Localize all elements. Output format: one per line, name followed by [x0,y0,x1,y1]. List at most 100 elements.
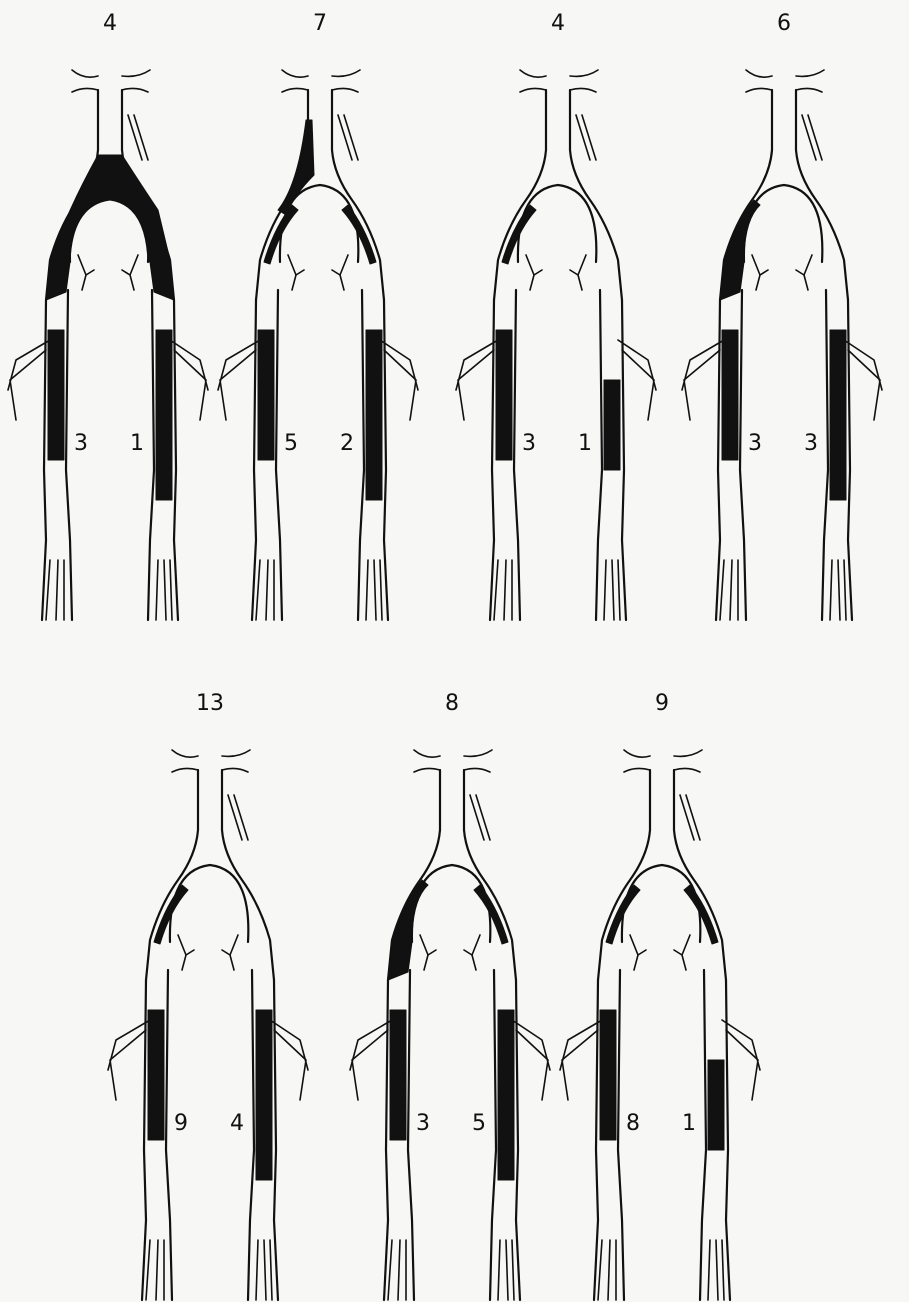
artery-branch-6 [78,255,94,275]
artery-outline-6 [822,290,828,620]
artery-outline-5 [516,980,520,1300]
artery-branch-9 [130,275,134,290]
artery-outline-0 [494,90,546,300]
artery-branch-15 [398,1240,400,1300]
right-leg-label: 8 [626,1111,640,1136]
artery-outline-4 [276,290,282,620]
artery-branch-13 [274,1030,306,1100]
right-leg-label: 9 [174,1111,188,1136]
artery-outline-4 [166,970,172,1300]
left-femoral-occlusion [830,330,846,500]
artery-branch-13 [848,350,880,420]
right-leg-label: 3 [416,1111,430,1136]
artery-branch-5 [134,115,148,160]
artery-branch-2 [414,750,440,757]
artery-outline-3 [42,300,46,620]
artery-branch-3 [222,750,250,756]
artery-branch-8 [222,935,238,955]
artery-branch-14 [256,560,260,620]
artery-branch-4 [576,115,590,160]
artery-branch-15 [504,560,506,620]
artery-branch-9 [340,275,344,290]
right-femoral-occlusion [390,1010,406,1140]
artery-branch-8 [464,935,480,955]
artery-outline-5 [384,300,388,620]
artery-branch-15 [266,560,268,620]
artery-branch-7 [756,275,760,290]
artery-branch-9 [230,955,234,970]
artery-branch-5 [476,795,490,840]
artery-outline-5 [848,300,852,620]
aortic-bifurcation-occlusion [278,120,314,215]
artery-outline-3 [252,300,256,620]
artery-branch-8 [122,255,138,275]
artery-outline-4 [740,290,746,620]
artery-branch-18 [164,560,166,620]
artery-branch-2 [282,70,308,77]
artery-outline-5 [174,300,178,620]
artery-outline-4 [66,290,72,620]
artery-branch-14 [598,1240,602,1300]
artery-branch-6 [752,255,768,275]
left-leg-label: 5 [472,1111,486,1136]
artery-branch-2 [520,70,546,77]
artery-branch-18 [264,1240,266,1300]
left-leg-label: 1 [682,1111,696,1136]
artery-branch-2 [172,750,198,757]
artery-branch-7 [292,275,296,290]
top-label: 8 [445,691,459,716]
right-femoral-occlusion [722,330,738,460]
artery-branch-17 [366,560,368,620]
artery-branch-13 [384,350,416,420]
artery-branch-0 [282,88,308,92]
arterial-diagram-panel-5: 1394 [108,691,308,1300]
artery-branch-4 [338,115,352,160]
left-leg-label: 2 [340,431,354,456]
artery-branch-0 [172,768,198,772]
artery-branch-8 [796,255,812,275]
artery-branch-3 [464,750,492,756]
artery-branch-9 [804,275,808,290]
arterial-diagram-panel-7: 981 [560,691,760,1300]
artery-outline-0 [146,770,198,980]
artery-branch-14 [720,560,724,620]
artery-branch-13 [622,350,654,420]
artery-branch-13 [516,1030,548,1100]
artery-branch-7 [634,955,638,970]
artery-branch-17 [830,560,832,620]
artery-branch-19 [722,1240,724,1300]
artery-outline-3 [384,980,388,1300]
artery-branch-7 [424,955,428,970]
artery-branch-19 [170,560,172,620]
artery-branch-17 [708,1240,710,1300]
artery-branch-18 [612,560,614,620]
left-leg-label: 1 [130,431,144,456]
artery-branch-3 [796,70,824,76]
artery-branch-19 [512,1240,514,1300]
artery-branch-19 [270,1240,272,1300]
artery-branch-6 [526,255,542,275]
artery-branch-1 [464,768,490,772]
artery-branch-1 [570,88,596,92]
right-leg-label: 3 [74,431,88,456]
artery-branch-19 [844,560,846,620]
artery-outline-5 [274,980,278,1300]
artery-branch-18 [374,560,376,620]
artery-outline-6 [490,970,496,1300]
artery-branch-4 [470,795,484,840]
artery-branch-0 [520,88,546,92]
artery-branch-1 [796,88,822,92]
artery-outline-4 [408,970,414,1300]
artery-branch-9 [578,275,582,290]
artery-branch-15 [608,1240,610,1300]
artery-branch-4 [128,115,142,160]
artery-branch-3 [570,70,598,76]
artery-branch-9 [682,955,686,970]
left-femoral-occlusion [708,1060,724,1150]
artery-outline-6 [148,290,154,620]
artery-outline-6 [596,290,602,620]
artery-branch-3 [674,750,702,756]
